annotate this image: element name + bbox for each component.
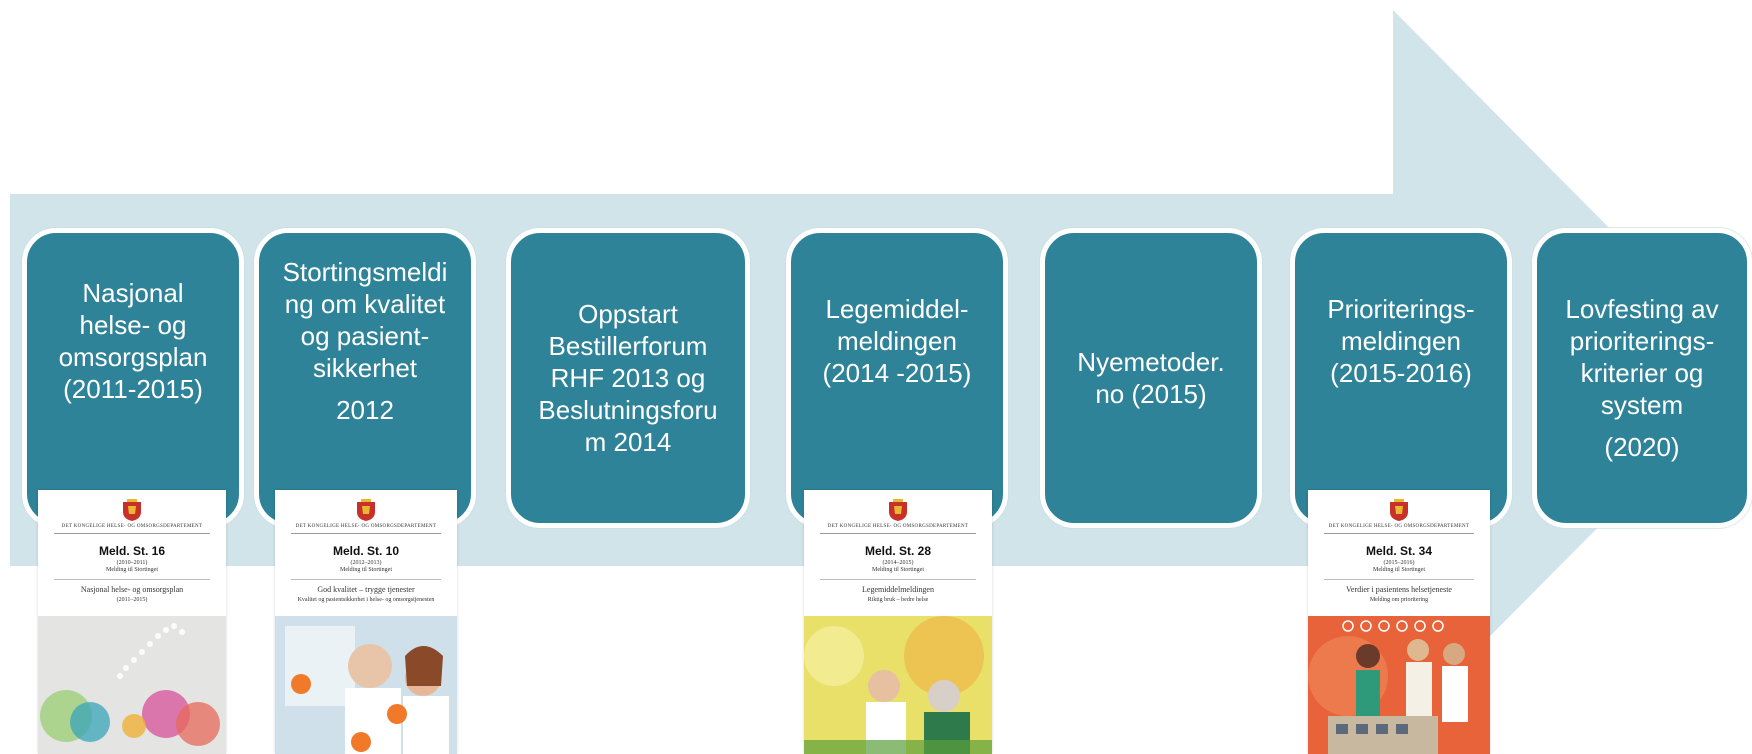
divider (1324, 579, 1474, 580)
coat-of-arms-icon (355, 498, 377, 522)
divider (820, 579, 976, 580)
step-line: prioriterings- (1569, 326, 1715, 356)
report-type: Melding til Stortinget (106, 567, 158, 573)
step-box-medicines-white-paper: Legemiddel-meldingen(2014 -2015) (786, 228, 1008, 528)
step-line: Lovfesting av (1565, 294, 1719, 324)
report-type: Melding til Stortinget (340, 567, 392, 573)
step-line: Nasjonal (82, 277, 184, 308)
department-name: DET KONGELIGE HELSE- OG OMSORGSDEPARTEME… (827, 524, 969, 529)
step-line: Legemiddel- (825, 293, 969, 324)
step-line: omsorgsplan (58, 341, 208, 372)
step-line: RHF 2013 og (550, 363, 706, 393)
step-line: (2014 -2015) (822, 357, 972, 388)
report-title: Verdier i pasientens helsetjeneste (1346, 585, 1452, 594)
step-line: (2015-2016) (1330, 357, 1472, 388)
step-line: m 2014 (584, 427, 672, 457)
step-text: Legemiddel-meldingen(2014 -2015) (817, 293, 978, 389)
report-title: Legemiddelmeldingen (862, 585, 934, 594)
step-box-priority-white-paper: Prioriterings-meldingen(2015-2016) (1290, 228, 1512, 528)
step-text: Nyemetoder.no (2015) (1071, 346, 1230, 410)
report-subtitle: Kvalitet og pasientsikkerhet i helse- og… (297, 597, 435, 603)
step-line: system (1600, 390, 1684, 420)
report-title: God kvalitet – trygge tjenester (317, 585, 415, 594)
report-number: Meld. St. 10 (332, 544, 400, 558)
report-number: Meld. St. 28 (864, 544, 932, 558)
divider (54, 579, 210, 580)
step-line: kriterier og (1580, 358, 1704, 388)
report-years: (2014–2015) (882, 560, 914, 566)
step-text: Prioriterings-meldingen(2015-2016) (1321, 293, 1480, 389)
report-subtitle: Riktig bruk – bedre helse (867, 597, 929, 603)
document-cover-meld-st-16: DET KONGELIGE HELSE- OG OMSORGSDEPARTEME… (38, 490, 226, 754)
department-name: DET KONGELIGE HELSE- OG OMSORGSDEPARTEME… (61, 524, 203, 529)
step-line: ng om kvalitet (284, 288, 446, 319)
cover-illustration (38, 616, 226, 754)
step-year: 2012 (336, 394, 394, 425)
report-years: (2010–2011) (116, 560, 148, 566)
document-cover-meld-st-10: DET KONGELIGE HELSE- OG OMSORGSDEPARTEME… (275, 490, 457, 754)
report-subtitle: (2011–2015) (116, 597, 148, 603)
coat-of-arms-icon (1388, 498, 1410, 522)
step-line: meldingen (1341, 325, 1461, 356)
report-title: Nasjonal helse- og omsorgsplan (80, 585, 184, 594)
report-number: Meld. St. 34 (1365, 544, 1433, 558)
divider (54, 533, 210, 534)
step-box-nye-metoder: Nyemetoder.no (2015) (1040, 228, 1262, 528)
document-cover-meld-st-34: DET KONGELIGE HELSE- OG OMSORGSDEPARTEME… (1308, 490, 1490, 754)
step-line: Oppstart (578, 299, 678, 329)
cover-illustration (804, 616, 992, 754)
report-type: Melding til Stortinget (872, 567, 924, 573)
report-subtitle: Melding om prioritering (1369, 597, 1429, 603)
step-line: og pasient- (300, 320, 430, 351)
report-number: Meld. St. 16 (98, 544, 166, 558)
step-line: Stortingsmeldi (282, 256, 448, 287)
coat-of-arms-icon (887, 498, 909, 522)
step-line: Bestillerforum (548, 331, 708, 361)
step-line: no (2015) (1095, 379, 1207, 409)
step-line: Nyemetoder. (1077, 347, 1225, 377)
step-line: (2011-2015) (63, 373, 203, 404)
report-years: (2015–2016) (1383, 560, 1415, 566)
divider (1324, 533, 1474, 534)
department-name: DET KONGELIGE HELSE- OG OMSORGSDEPARTEME… (295, 524, 437, 529)
step-line: helse- og (79, 309, 187, 340)
step-line: sikkerhet (312, 352, 418, 383)
department-name: DET KONGELIGE HELSE- OG OMSORGSDEPARTEME… (1328, 524, 1470, 529)
step-line: Prioriterings- (1327, 293, 1475, 324)
report-type: Melding til Stortinget (1373, 567, 1425, 573)
document-cover-meld-st-28: DET KONGELIGE HELSE- OG OMSORGSDEPARTEME… (804, 490, 992, 754)
cover-illustration (1308, 616, 1490, 754)
step-line: meldingen (837, 325, 957, 356)
step-year: (2020) (1604, 432, 1680, 462)
coat-of-arms-icon (121, 498, 143, 522)
divider (291, 533, 441, 534)
divider (820, 533, 976, 534)
step-line: Beslutningsforu (538, 395, 718, 425)
report-years: (2012–2013) (350, 560, 382, 566)
divider (291, 579, 441, 580)
cover-illustration (275, 616, 457, 754)
